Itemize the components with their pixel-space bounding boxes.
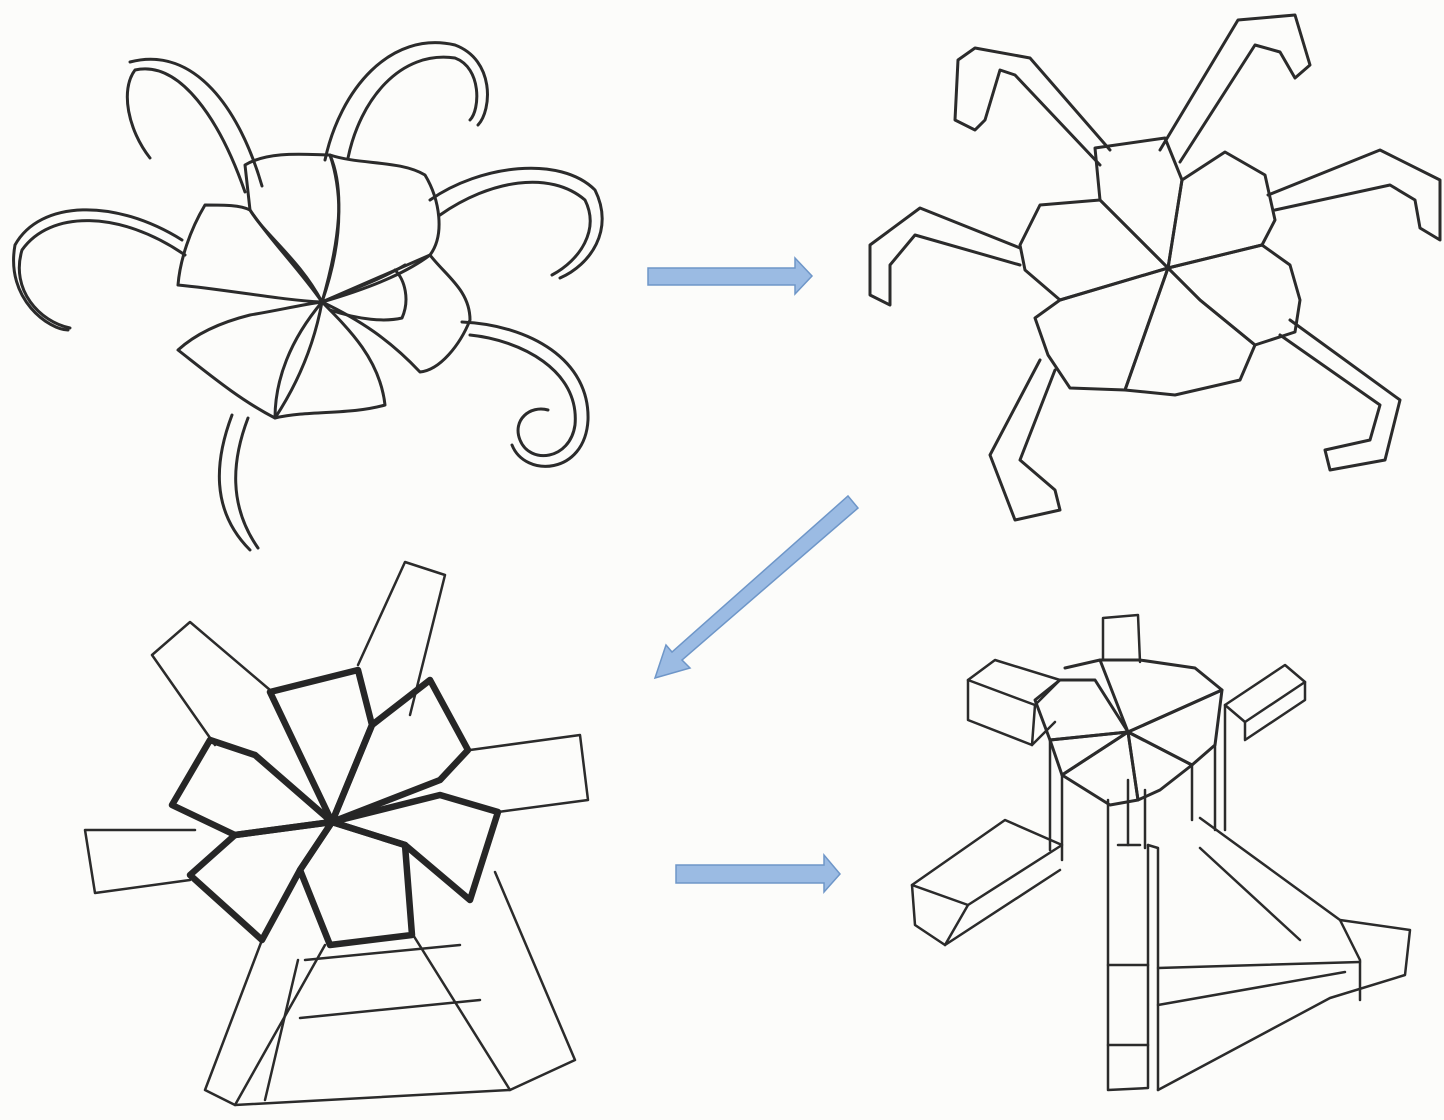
sketch-block-flower-topdown	[85, 562, 588, 1105]
iso-left-long-arm	[912, 820, 1062, 945]
iso-top-arm	[1103, 615, 1140, 662]
angular-tentacles	[870, 15, 1440, 520]
organic-tentacles	[14, 43, 603, 550]
arrow-diagonal-down-left	[655, 496, 858, 678]
arrow-right-top	[648, 258, 812, 294]
arrow-right-bottom	[676, 855, 840, 892]
iso-right-wedge	[1158, 818, 1410, 1090]
sketch-organic-flower	[14, 43, 603, 550]
block-arms	[85, 562, 588, 1105]
iso-right-arm	[1225, 665, 1305, 740]
sketch-block-flower-3d	[912, 615, 1410, 1090]
sketch-angular-flower	[870, 15, 1440, 520]
block-petals-bold	[172, 670, 498, 945]
angular-petals	[1020, 138, 1300, 395]
iso-front-legs	[1108, 800, 1158, 1090]
organic-petals	[178, 154, 470, 418]
